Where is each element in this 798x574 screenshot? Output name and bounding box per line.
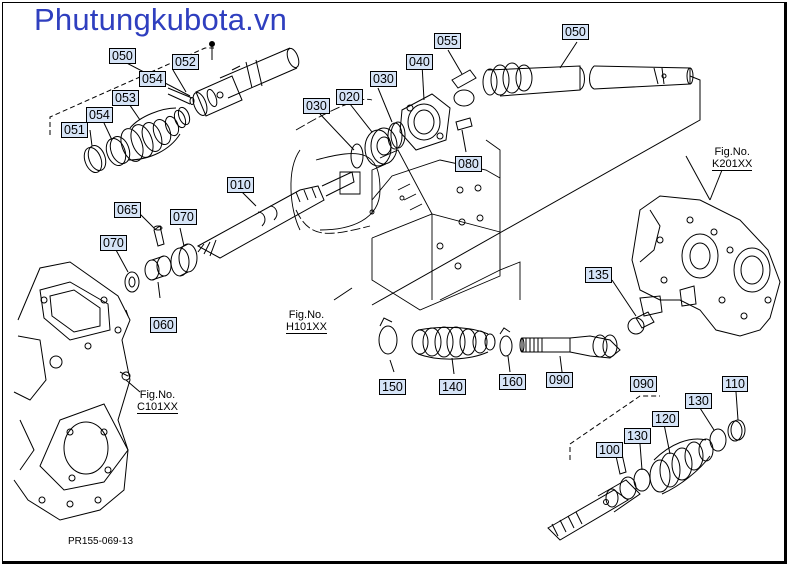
watermark-text: Phutungkubota.vn xyxy=(34,2,288,37)
figref-c101[interactable]: Fig.No. C101XX xyxy=(137,389,178,414)
figref-k201[interactable]: Fig.No. K201XX xyxy=(712,146,753,171)
part-label-070-right[interactable]: 070 xyxy=(170,209,197,225)
lower-right-detail xyxy=(547,391,746,541)
diagram-code: PR155-069-13 xyxy=(68,536,134,547)
part-label-090-center[interactable]: 090 xyxy=(546,372,573,388)
part-label-055[interactable]: 055 xyxy=(434,33,461,49)
part-label-080[interactable]: 080 xyxy=(455,156,482,172)
upper-right-shaft xyxy=(371,41,701,306)
part-label-030-left[interactable]: 030 xyxy=(303,98,330,114)
part-label-060[interactable]: 060 xyxy=(150,317,177,333)
part-label-150[interactable]: 150 xyxy=(379,379,406,395)
part-label-020[interactable]: 020 xyxy=(336,89,363,105)
part-label-070-left[interactable]: 070 xyxy=(100,235,127,251)
part-label-010[interactable]: 010 xyxy=(227,177,254,193)
part-label-135[interactable]: 135 xyxy=(585,267,612,283)
part-label-130-lower[interactable]: 130 xyxy=(624,428,651,444)
housing-background xyxy=(290,98,521,311)
lower-shaft-assembly xyxy=(378,279,655,375)
part-label-120[interactable]: 120 xyxy=(652,411,679,427)
part-label-030-right[interactable]: 030 xyxy=(370,71,397,87)
figref-h101[interactable]: Fig.No. H101XX xyxy=(286,309,327,334)
part-label-110[interactable]: 110 xyxy=(722,376,748,392)
right-housing xyxy=(631,169,781,337)
part-label-065[interactable]: 065 xyxy=(114,202,141,218)
part-label-100[interactable]: 100 xyxy=(596,442,623,458)
diagram-frame xyxy=(2,2,787,564)
part-label-050-upper-left[interactable]: 050 xyxy=(109,48,136,64)
figref-k201-prefix: Fig.No. xyxy=(714,146,750,158)
figref-h101-prefix: Fig.No. xyxy=(288,309,325,321)
part-label-054-lower[interactable]: 054 xyxy=(86,107,113,123)
part-label-054-upper[interactable]: 054 xyxy=(139,71,166,87)
part-label-090-lower-right[interactable]: 090 xyxy=(630,376,657,392)
part-label-053[interactable]: 053 xyxy=(112,90,139,106)
figref-k201-code: K201XX xyxy=(712,158,753,171)
left-small-parts xyxy=(115,213,198,299)
part-label-050-upper-right[interactable]: 050 xyxy=(562,24,589,40)
part-label-040[interactable]: 040 xyxy=(406,54,433,70)
part-label-052[interactable]: 052 xyxy=(172,54,199,70)
left-housing xyxy=(13,261,141,521)
figref-h101-code: H101XX xyxy=(286,321,327,334)
part-label-140[interactable]: 140 xyxy=(439,379,466,395)
figref-c101-code: C101XX xyxy=(137,401,178,414)
part-label-130-upper[interactable]: 130 xyxy=(685,393,712,409)
shaft-010 xyxy=(196,171,355,259)
part-label-051[interactable]: 051 xyxy=(61,122,88,138)
part-label-160[interactable]: 160 xyxy=(499,374,526,390)
flange-assembly xyxy=(319,63,473,169)
figref-c101-prefix: Fig.No. xyxy=(139,389,176,401)
